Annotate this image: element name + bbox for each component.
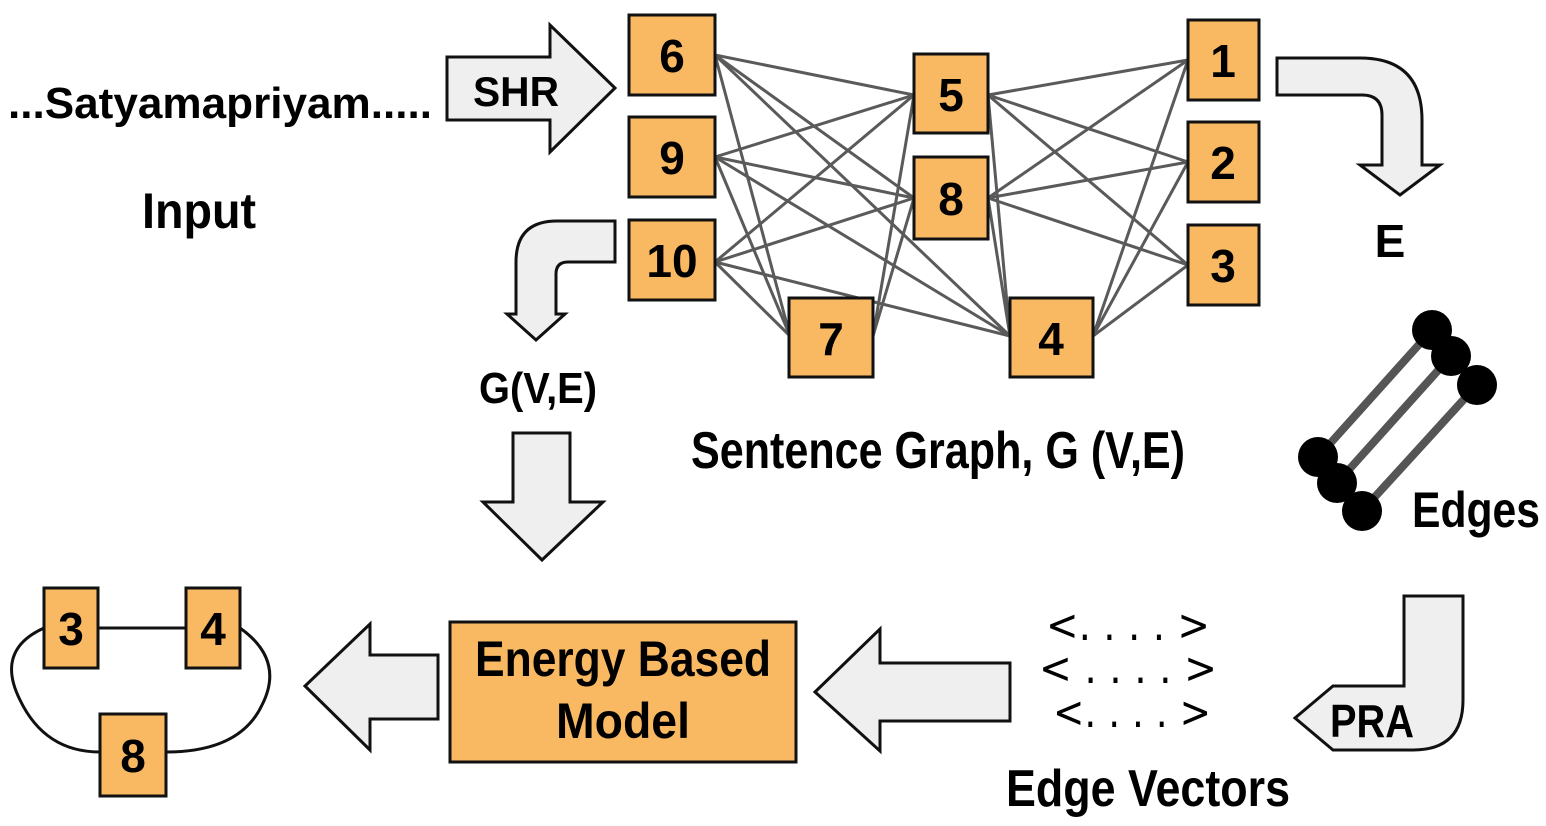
edge-4-2 (1091, 161, 1190, 337)
result-node-3: 3 (42, 586, 100, 670)
edge-vector-row: <. . . . > (1046, 600, 1210, 651)
edge-6-7 (713, 54, 792, 337)
edge-10-5 (714, 93, 915, 264)
node-label: 10 (646, 235, 697, 287)
node-label: 3 (1210, 240, 1236, 292)
pra-arrow-icon (1292, 594, 1465, 752)
edge-6-4 (713, 53, 1012, 338)
node-label: 5 (938, 69, 964, 121)
node-label: 6 (659, 30, 685, 82)
node-label: 2 (1210, 137, 1236, 189)
edge-4-1 (1091, 59, 1190, 337)
curved-right-down-arrow-icon (1275, 56, 1445, 197)
graph-node-10: 10 (627, 218, 717, 302)
input-sentence-text: ...Satyamapriyam..... (8, 79, 432, 128)
graph-node-8: 8 (912, 155, 990, 241)
edge-8-1 (987, 58, 1189, 200)
down-arrow-icon (479, 431, 607, 563)
node-label: 1 (1210, 35, 1236, 87)
edge-4-3 (1092, 263, 1189, 338)
edge-10-8 (714, 196, 915, 264)
graph-node-4: 4 (1008, 296, 1095, 379)
e-label: E (1375, 215, 1406, 267)
left-arrow-to-model-icon (812, 625, 1012, 755)
edge-8-3 (987, 196, 1189, 267)
edge-vectors: <. . . . > < . . . . > <. . . . > (1039, 600, 1217, 738)
shr-label: SHR (473, 68, 559, 115)
node-label: 4 (200, 603, 226, 655)
model-label-line1: Energy Based (475, 631, 771, 687)
edge-10-7 (713, 260, 792, 338)
shr-arrow-icon (445, 21, 618, 156)
edge-vectors-label: Edge Vectors (1006, 760, 1290, 818)
edge-5-4 (986, 94, 1012, 337)
node-label: 4 (1038, 313, 1064, 365)
graph-node-9: 9 (627, 115, 717, 199)
edges-label: Edges (1412, 482, 1540, 538)
graph-node-1: 1 (1186, 18, 1261, 102)
model-label-line2: Model (556, 693, 690, 749)
node-label: 8 (938, 173, 964, 225)
edge-7-8 (871, 197, 916, 337)
edge-8-4 (986, 197, 1012, 337)
node-label: 7 (818, 313, 844, 365)
left-arrow-to-result-icon (302, 620, 440, 754)
edge-9-4 (714, 155, 1011, 338)
node-label: 3 (58, 603, 84, 655)
graph-gve-label: G(V,E) (479, 364, 597, 413)
graph-node-7: 7 (787, 296, 875, 379)
curved-down-arrow-icon (503, 219, 617, 343)
pra-label: PRA (1330, 695, 1414, 747)
node-label: 9 (659, 132, 685, 184)
input-label: Input (142, 183, 256, 239)
edge-8-2 (987, 160, 1189, 200)
sentence-graph-caption: Sentence Graph, G (V,E) (691, 422, 1185, 480)
result-node-8: 8 (98, 712, 168, 798)
graph-node-5: 5 (912, 52, 990, 135)
graph-node-6: 6 (627, 13, 717, 97)
edge-6-5 (714, 53, 915, 97)
node-label: 8 (120, 730, 146, 782)
edge-9-7 (713, 156, 792, 337)
edge-vector-row: < . . . . > (1039, 643, 1217, 694)
graph-node-3: 3 (1186, 223, 1261, 307)
energy-based-model-box (448, 620, 798, 764)
edge-vector-row: <. . . . > (1053, 687, 1211, 738)
graph-node-2: 2 (1186, 120, 1261, 204)
edge-9-5 (714, 93, 915, 159)
edge-5-1 (987, 58, 1189, 97)
graph-edges (713, 53, 1190, 338)
edge-7-5 (871, 94, 916, 337)
edges-icon (1298, 310, 1497, 531)
result-node-4: 4 (184, 586, 242, 670)
result-graph-edges (10, 626, 272, 754)
